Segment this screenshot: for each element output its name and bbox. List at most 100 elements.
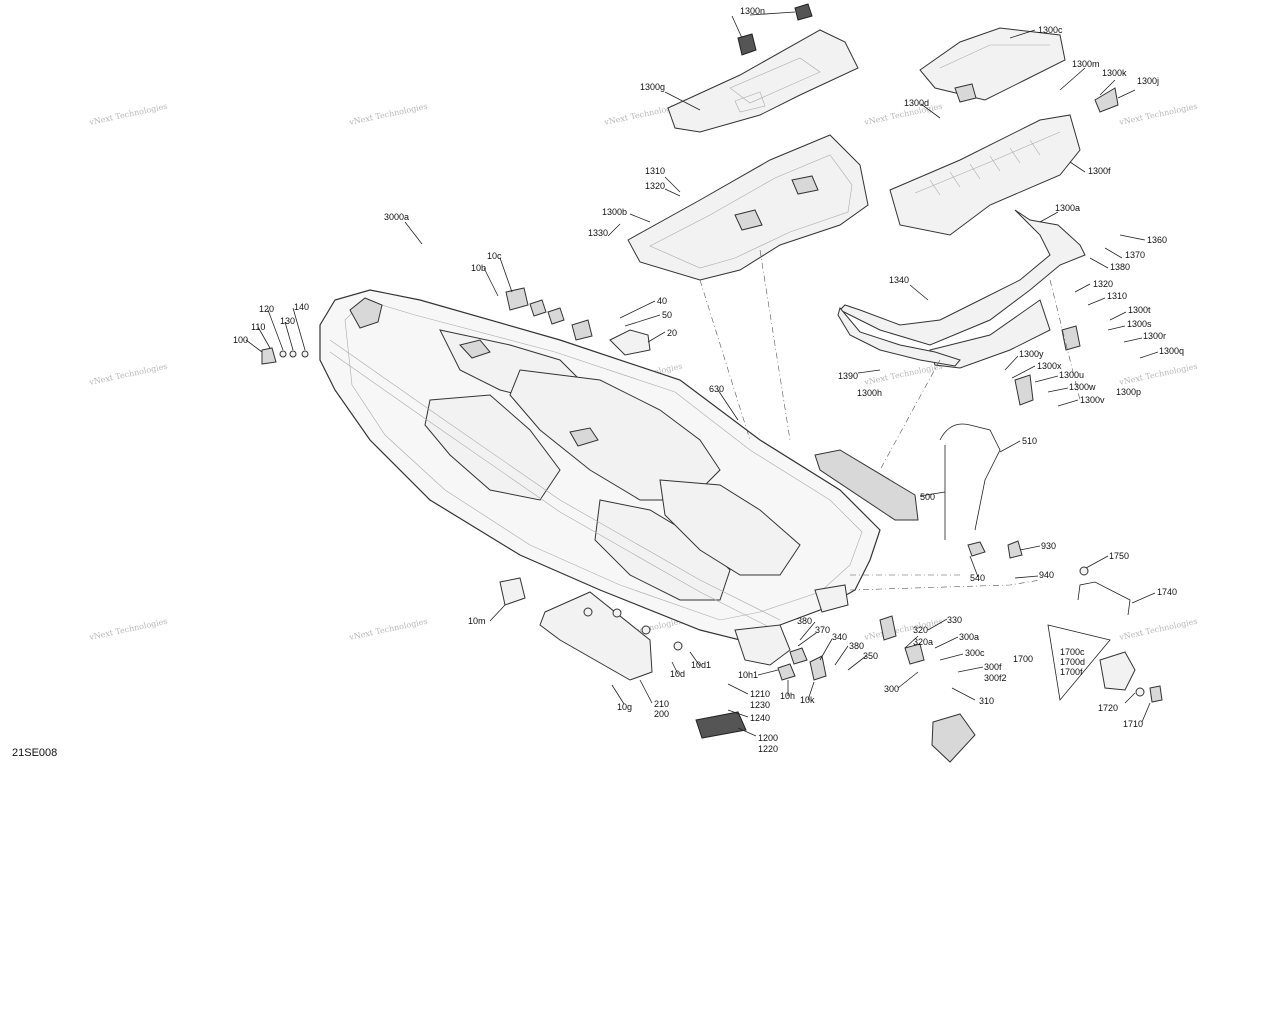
callout-label: 1740 xyxy=(1157,587,1177,597)
drawing-code: 21SE008 xyxy=(12,747,57,759)
callout-label: 1300u xyxy=(1059,370,1084,380)
callout-label: 1240 xyxy=(750,713,770,723)
frame-rail-1300a xyxy=(839,209,1086,369)
callout-label: 1750 xyxy=(1109,551,1129,561)
callout-label: 10d xyxy=(670,669,685,679)
callout-label: 1300n xyxy=(740,6,765,16)
deck-panel-1300b xyxy=(627,134,869,281)
callout-label: 20 xyxy=(667,328,677,338)
callout-label: 1300a xyxy=(1055,203,1080,213)
callout-label: 380 xyxy=(797,616,812,626)
callout-label: 1300t xyxy=(1128,305,1151,315)
watermark-text: vNext Technologies xyxy=(1118,617,1199,643)
callout-label: 1310 xyxy=(1107,291,1127,301)
callout-label: 1210 xyxy=(750,689,770,699)
callout-label: 380 xyxy=(849,641,864,651)
small-parts xyxy=(261,3,1163,763)
callout-label: 10m xyxy=(468,616,486,626)
callout-label: 310 xyxy=(979,696,994,706)
callout-label: 100 xyxy=(233,335,248,345)
callout-label: 10b xyxy=(471,263,486,273)
callout-label: 10g xyxy=(617,702,632,712)
watermark-text: vNext Technologies xyxy=(88,362,169,388)
seat-panel-1300g xyxy=(667,29,859,133)
callout-label: 1300x xyxy=(1037,361,1062,371)
callout-label: 1230 xyxy=(750,700,770,710)
callout-label: 3000a xyxy=(384,212,409,222)
callout-label: 1300b xyxy=(602,207,627,217)
callout-label: 210 xyxy=(654,699,669,709)
callout-label: 10k xyxy=(800,695,815,705)
callout-label: 300f xyxy=(984,662,1002,672)
watermark-text: vNext Technologies xyxy=(863,362,944,388)
callout-label: 1300g xyxy=(640,82,665,92)
callout-label: 1700f xyxy=(1060,667,1083,677)
callout-label: 1360 xyxy=(1147,235,1167,245)
callout-label: 1300r xyxy=(1143,331,1166,341)
callout-label: 540 xyxy=(970,573,985,583)
callout-label: 370 xyxy=(815,625,830,635)
callout-label: 320 xyxy=(913,625,928,635)
callout-label: 1300v xyxy=(1080,395,1105,405)
callout-label: 1710 xyxy=(1123,719,1143,729)
callout-label: 1300c xyxy=(1038,25,1063,35)
watermark-text: vNext Technologies xyxy=(1118,102,1199,128)
watermark-text: vNext Technologies xyxy=(1118,362,1199,388)
callout-label: 350 xyxy=(863,651,878,661)
watermark-text: vNext Technologies xyxy=(348,617,429,643)
callout-label: 1200 xyxy=(758,733,778,743)
callout-label: 50 xyxy=(662,310,672,320)
callout-label: 1320 xyxy=(645,181,665,191)
callout-label: 510 xyxy=(1022,436,1037,446)
callout-label: 1300f xyxy=(1088,166,1111,176)
callout-label: 1300y xyxy=(1019,349,1044,359)
callout-label: 320a xyxy=(913,637,933,647)
callout-label: 10h xyxy=(780,691,795,701)
callout-label: 1340 xyxy=(889,275,909,285)
storage-bin-1300f xyxy=(889,114,1081,236)
callout-label: 40 xyxy=(657,296,667,306)
callout-label: 340 xyxy=(832,632,847,642)
callout-label: 130 xyxy=(280,316,295,326)
callout-label: 1330 xyxy=(588,228,608,238)
callout-label: 1320 xyxy=(1093,279,1113,289)
callout-label: 110 xyxy=(251,322,265,332)
callout-label: 1720 xyxy=(1098,703,1118,713)
bumper-1300h xyxy=(837,306,961,367)
callout-label: 300a xyxy=(959,632,979,642)
hull-body xyxy=(319,289,881,666)
callout-label: 200 xyxy=(654,709,669,719)
callout-label: 1220 xyxy=(758,744,778,754)
callout-label: 1300m xyxy=(1072,59,1100,69)
callout-label: 1370 xyxy=(1125,250,1145,260)
callout-labels: 1300n 1300c 1300m 1300k 1300j 1300g 1300… xyxy=(233,6,1184,754)
leader-lines xyxy=(245,11,1159,737)
callout-label: 630 xyxy=(709,384,724,394)
callout-label: 1700 xyxy=(1013,654,1033,664)
callout-label: 140 xyxy=(294,302,309,312)
callout-label: 1300w xyxy=(1069,382,1096,392)
callout-label: 500 xyxy=(920,492,935,502)
callout-label: 1300s xyxy=(1127,319,1152,329)
watermark-text: vNext Technologies xyxy=(88,102,169,128)
callout-label: 300c xyxy=(965,648,985,658)
callout-label: 300 xyxy=(884,684,899,694)
callout-label: 1700c xyxy=(1060,647,1085,657)
callout-label: 1390 xyxy=(838,371,858,381)
platform-1300c xyxy=(919,27,1066,103)
callout-label: 1300q xyxy=(1159,346,1184,356)
callout-label: 1300p xyxy=(1116,387,1141,397)
callout-label: 330 xyxy=(947,615,962,625)
watermark-text: vNext Technologies xyxy=(348,102,429,128)
callout-label: 10h1 xyxy=(738,670,758,680)
callout-label: 940 xyxy=(1039,570,1054,580)
callout-label: 1300j xyxy=(1137,76,1159,86)
callout-label: 120 xyxy=(259,304,274,314)
callout-label: 300f2 xyxy=(984,673,1007,683)
callout-label: 10d1 xyxy=(691,660,711,670)
callout-label: 1380 xyxy=(1110,262,1130,272)
callout-label: 1310 xyxy=(645,166,665,176)
callout-label: 930 xyxy=(1041,541,1056,551)
watermark-text: vNext Technologies xyxy=(88,617,169,643)
